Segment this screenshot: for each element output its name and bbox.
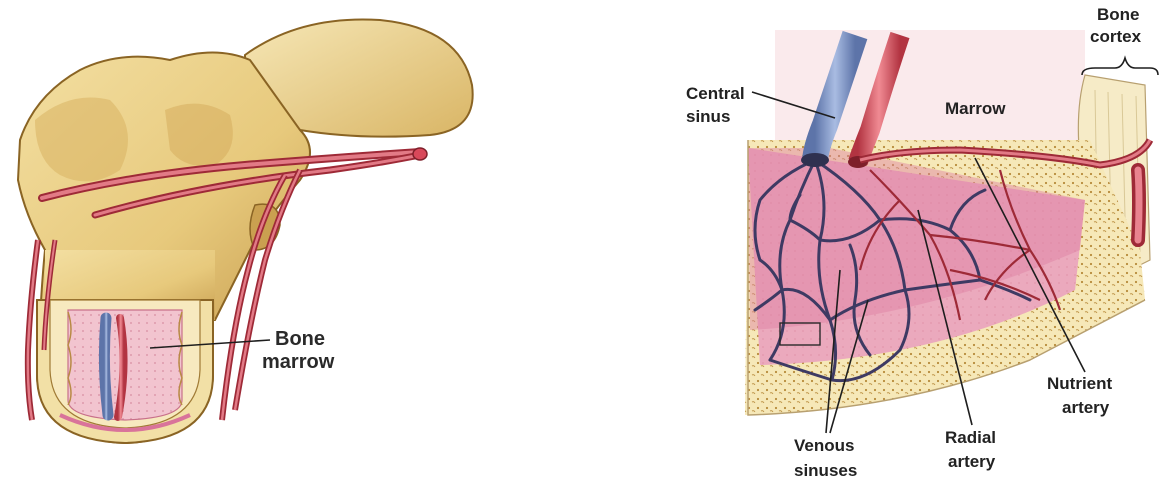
bone-cortex-label-line2: cortex [1090,27,1142,46]
femur-illustration [18,19,473,443]
marrow-detail-illustration [740,30,1160,430]
venous-sinuses-label-line2: sinuses [794,461,857,480]
nutrient-artery-label-line1: Nutrient [1047,374,1113,393]
marrow-label: Marrow [945,99,1006,118]
central-sinus-label-line2: sinus [686,107,730,126]
bone-marrow-label-line1: Bone [275,328,325,350]
bone-cortex-label-line1: Bone [1097,5,1140,24]
radial-artery-label-line2: artery [948,452,996,471]
radial-artery-label-line1: Radial [945,428,996,447]
bone-cortex-bracket [1082,58,1158,75]
central-sinus-label-line1: Central [686,84,745,103]
bone-marrow-label-line2: marrow [262,351,335,373]
nutrient-artery-label-line2: artery [1062,398,1110,417]
venous-sinuses-label-line1: Venous [794,436,854,455]
